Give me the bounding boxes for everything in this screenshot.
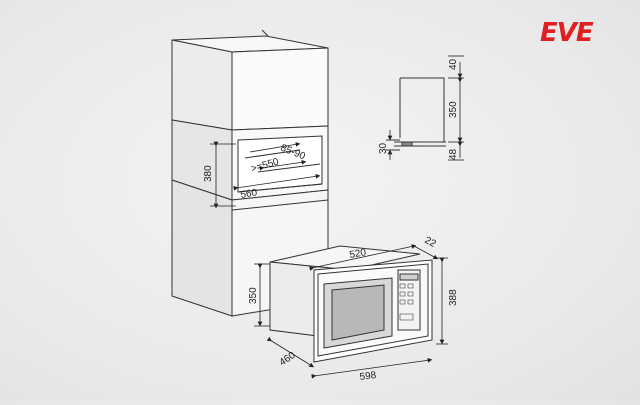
side-profile-dimensions — [387, 55, 464, 161]
dim-profile-top: 40 — [448, 58, 459, 70]
dim-appliance-depth: 520 — [349, 247, 368, 261]
microwave-drawing — [269, 245, 433, 363]
dim-profile-bottom: 48 — [448, 148, 459, 160]
dim-cabinet-opening-height: 380 — [203, 165, 214, 182]
dim-profile-middle: 350 — [448, 101, 459, 118]
microwave-buttons — [399, 283, 414, 321]
dim-appliance-frame-height: 388 — [448, 289, 459, 306]
dim-appliance-frame-width: 598 — [359, 370, 377, 383]
side-profile-drawing — [386, 77, 446, 151]
dim-cabinet-opening-width: 560 — [240, 187, 259, 201]
dim-appliance-offset: 22 — [423, 235, 438, 250]
dim-appliance-body-height: 350 — [248, 287, 259, 304]
brand-logo: EVE — [540, 18, 594, 48]
microwave-dimensions — [254, 244, 448, 379]
cabinet-dimensions — [210, 141, 321, 209]
dim-profile-shelf: 30 — [378, 142, 389, 154]
dim-appliance-body-depth: 460 — [278, 350, 298, 369]
